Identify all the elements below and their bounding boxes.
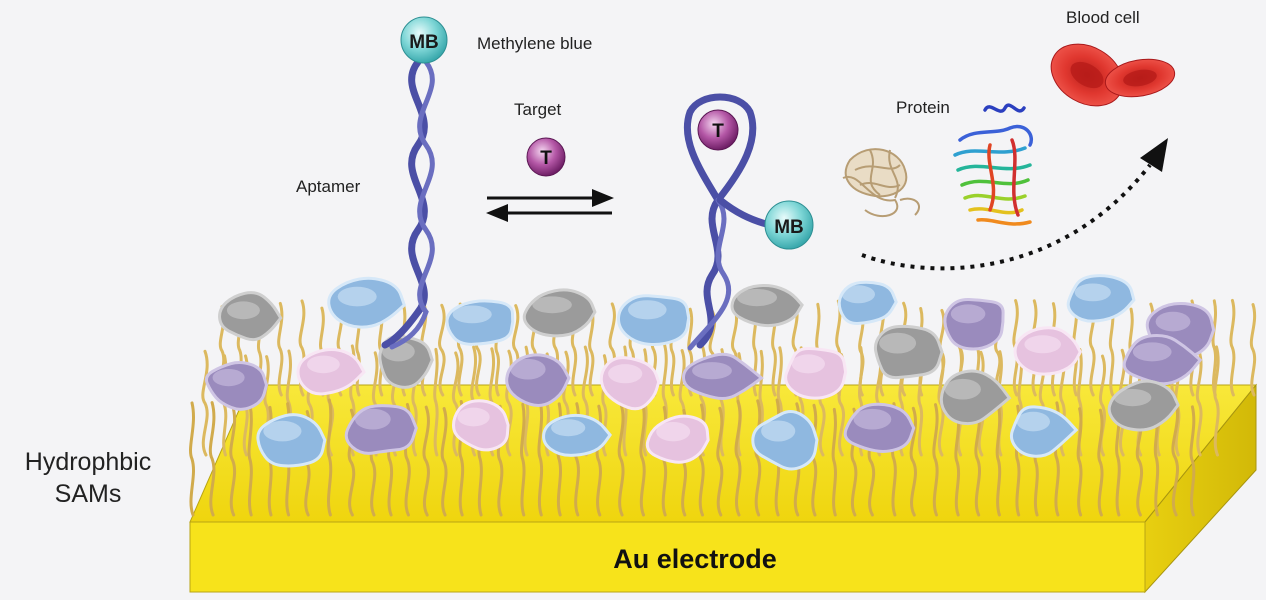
sam-chain (422, 405, 430, 517)
sam-chain (1189, 405, 1196, 517)
protein-ribbon-icon (953, 103, 1033, 226)
protein-blob (682, 352, 764, 400)
sam-chain (810, 403, 818, 517)
protein-blob (730, 283, 804, 328)
protein-blob (599, 356, 661, 411)
protein-blob (751, 410, 819, 471)
protein-blob (873, 324, 944, 380)
sam-chain (451, 351, 460, 457)
protein-blob (1066, 274, 1136, 323)
sam-chain (754, 399, 762, 517)
sam-chain (1249, 303, 1257, 397)
sam-chain (537, 400, 544, 517)
blood-cell-icon (1050, 43, 1176, 107)
mb-sphere-bound (764, 200, 814, 250)
protein-blob (843, 402, 916, 453)
protein-blob (256, 413, 327, 468)
free-aptamer: MB (381, 16, 448, 350)
protein-blob (204, 361, 269, 411)
sam-chain (1213, 345, 1220, 457)
sam-chain (229, 404, 237, 517)
protein-blob (327, 276, 407, 329)
protein-blob (344, 404, 418, 455)
sam-chain (1076, 407, 1083, 517)
sam-chain (588, 306, 595, 397)
bound-loop-a (683, 93, 757, 203)
protein-blob (939, 369, 1012, 426)
sam-chains (189, 298, 1257, 517)
mb-label-bound: MB (774, 217, 804, 238)
hydrophobic-label-line2: SAMs (55, 480, 122, 508)
sam-chain (433, 347, 439, 457)
bound-target-symbol: T (712, 121, 724, 142)
electrode-label: Au electrode (613, 544, 777, 574)
sam-chain (1097, 408, 1104, 517)
protein-blob (1107, 379, 1180, 432)
protein-blob (218, 291, 283, 342)
protein-blob (616, 294, 691, 346)
protein-blob (645, 414, 710, 464)
sam-chain (201, 349, 209, 457)
protein-blob (505, 353, 571, 408)
protein-blob (296, 347, 366, 396)
aptamer-strand-b (389, 59, 435, 350)
sam-chain (247, 404, 253, 517)
protein-blob (522, 288, 597, 338)
bound-aptamer: T MB (683, 93, 814, 351)
protein-blob (445, 299, 515, 346)
aptamer-label: Aptamer (296, 177, 361, 196)
dotted-curved-arrow-icon (861, 138, 1168, 271)
blood-cell-label: Blood cell (1066, 8, 1140, 27)
protein-blob (452, 399, 510, 452)
protein-label: Protein (896, 98, 950, 117)
sam-chain (932, 403, 939, 517)
sam-chain (520, 402, 526, 517)
protein-blob (1009, 405, 1079, 458)
mb-label-top: MB (409, 32, 439, 53)
sam-chain (1211, 299, 1218, 397)
sam-chain (617, 402, 625, 517)
sam-chain (440, 407, 448, 517)
target-symbol: T (540, 148, 552, 169)
protein-blob (1013, 326, 1082, 376)
double-equilibrium-arrow-icon (486, 189, 614, 222)
bound-target-sphere (697, 109, 739, 151)
protein-beige-icon (842, 148, 920, 218)
sam-chain (326, 398, 333, 517)
bound-stem-b (687, 197, 732, 351)
sam-chain (909, 406, 917, 517)
protein-blob (837, 280, 898, 325)
hydrophobic-label-line1: Hydrophbic (25, 448, 151, 476)
protein-blob (1122, 333, 1203, 386)
sam-chain (438, 303, 446, 397)
methylene-blue-label: Methylene blue (477, 34, 592, 53)
sam-chain (954, 408, 961, 517)
protein-blob (542, 413, 612, 457)
sam-chain (639, 401, 646, 517)
protein-blob (943, 297, 1005, 351)
mb-sphere-top (400, 16, 448, 64)
protein-blob (784, 346, 848, 400)
sam-chain (1195, 350, 1203, 457)
sam-chain (995, 403, 1002, 517)
electrode-front-face (189, 521, 1146, 593)
sam-chain (189, 401, 195, 517)
sam-chain (831, 407, 837, 517)
target-label: Target (514, 100, 562, 119)
sam-chain (974, 402, 981, 517)
sam-chain (716, 406, 724, 517)
sam-chain (1229, 298, 1236, 397)
sam-chain (208, 401, 216, 517)
sam-chain (1171, 398, 1180, 517)
sam-chain (1108, 304, 1115, 397)
sam-chain (734, 399, 742, 517)
target-sphere (526, 137, 566, 177)
